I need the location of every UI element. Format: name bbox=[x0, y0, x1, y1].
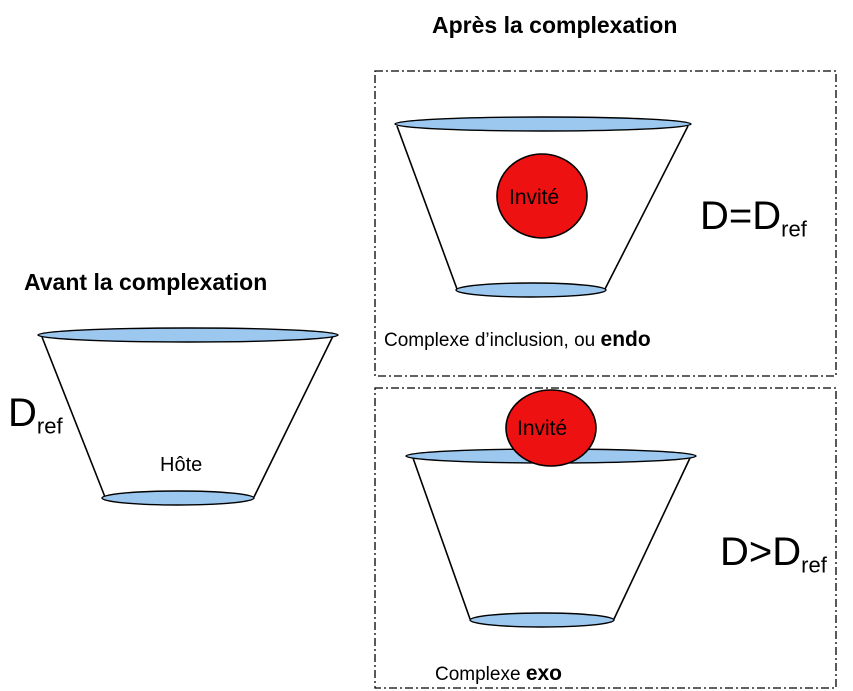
exo-bottom-rim bbox=[469, 612, 615, 628]
endo-guest-circle bbox=[496, 153, 588, 239]
host-d-ref-label: Dref bbox=[8, 391, 63, 439]
endo-cone bbox=[394, 116, 692, 298]
exo-box bbox=[374, 387, 837, 689]
exo-cone bbox=[405, 389, 697, 628]
exo-guest-circle bbox=[505, 389, 597, 467]
endo-d-label: D=Dref bbox=[700, 194, 807, 242]
host-bottom-rim bbox=[101, 490, 255, 506]
exo-guest-label: Invité bbox=[517, 417, 568, 440]
endo-caption: Complexe d’inclusion, ou endo bbox=[384, 328, 651, 351]
before-title: Avant la complexation bbox=[24, 269, 268, 295]
after-title: Après la complexation bbox=[432, 12, 678, 38]
endo-box bbox=[374, 70, 837, 377]
endo-bottom-rim bbox=[455, 282, 607, 298]
endo-guest-label: Invité bbox=[509, 186, 560, 209]
host-cone bbox=[37, 327, 339, 506]
endo-top-rim bbox=[394, 116, 692, 132]
host-label: Hôte bbox=[160, 454, 203, 476]
exo-d-label: D>Dref bbox=[720, 530, 827, 578]
host-top-rim bbox=[37, 327, 339, 343]
exo-caption: Complexe exo bbox=[435, 662, 563, 685]
